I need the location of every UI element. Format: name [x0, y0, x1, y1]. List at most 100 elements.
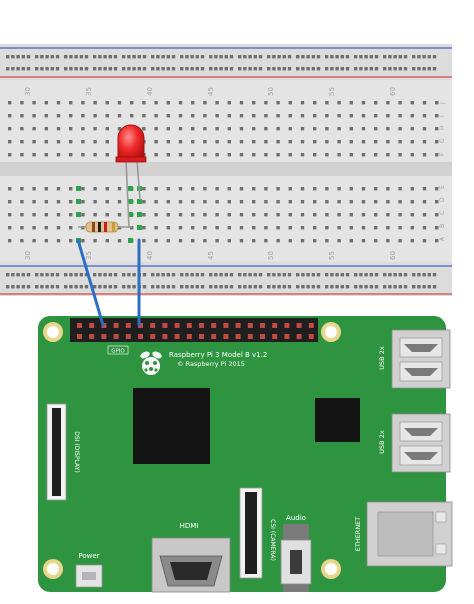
breadboard-hole: [203, 187, 207, 191]
breadboard-hole: [427, 55, 431, 59]
row-letter: G: [439, 138, 446, 143]
breadboard-hole: [56, 187, 61, 191]
gpio-pin: [89, 323, 95, 328]
breadboard-hole: [227, 200, 231, 204]
row-letter: E: [439, 185, 446, 189]
breadboard-hole: [435, 200, 439, 204]
breadboard-hole: [243, 55, 247, 59]
breadboard-hole: [330, 273, 334, 277]
breadboard-hole: [276, 213, 280, 217]
breadboard-hole: [435, 127, 439, 131]
breadboard-hole: [122, 285, 126, 289]
soc-chip: [133, 388, 210, 464]
breadboard-hole: [79, 55, 83, 59]
breadboard-hole: [301, 285, 305, 289]
breadboard-hole: [32, 200, 36, 204]
breadboard-hole: [359, 273, 363, 277]
breadboard-hole: [288, 226, 292, 230]
breadboard-hole: [16, 55, 20, 59]
breadboard-hole: [178, 187, 183, 191]
breadboard-hole: [224, 55, 228, 59]
breadboard-hole: [306, 67, 310, 71]
breadboard-hole: [253, 55, 257, 59]
breadboard-hole: [142, 114, 146, 118]
breadboard-hole: [81, 140, 85, 144]
breadboard-hole: [349, 187, 353, 191]
breadboard-hole: [56, 101, 61, 105]
breadboard-hole: [81, 239, 85, 243]
breadboard-hole: [117, 101, 122, 105]
breadboard-hole: [180, 55, 184, 59]
breadboard-hole: [313, 200, 317, 204]
led-leg-cathode: [125, 159, 130, 229]
breadboard-hole: [248, 285, 252, 289]
breadboard-hole: [288, 153, 292, 157]
breadboard-hole: [277, 285, 281, 289]
breadboard-hole: [117, 239, 122, 243]
breadboard-hole: [253, 285, 257, 289]
breadboard-hole: [105, 127, 109, 131]
breadboard-hole: [44, 213, 48, 217]
breadboard-hole: [435, 101, 439, 105]
breadboard-hole: [98, 285, 102, 289]
breadboard-hole: [435, 140, 439, 144]
breadboard-hole: [98, 55, 102, 59]
breadboard-hole: [215, 127, 219, 131]
gpio-pin: [89, 334, 95, 339]
breadboard-hole: [374, 101, 378, 105]
breadboard-hole: [435, 213, 439, 217]
resistor-band: [92, 222, 95, 232]
red-led[interactable]: [115, 124, 147, 229]
breadboard-hole: [44, 140, 48, 144]
breadboard-hole: [93, 67, 97, 71]
breadboard-hole: [386, 153, 390, 157]
breadboard-hole: [8, 114, 12, 118]
breadboard-hole: [74, 55, 78, 59]
breadboard-hole: [277, 273, 281, 277]
breadboard-hole: [398, 67, 402, 71]
breadboard-hole: [386, 239, 390, 243]
gpio-pin: [260, 334, 265, 339]
breadboard-hole: [393, 67, 397, 71]
breadboard-hole: [264, 153, 268, 157]
breadboard-hole: [300, 140, 305, 144]
gpio-pin: [150, 323, 156, 328]
breadboard-hole: [288, 187, 292, 191]
breadboard-hole: [122, 67, 126, 71]
breadboard-hole: [215, 239, 219, 243]
breadboard-hole: [227, 101, 231, 105]
breadboard-hole: [311, 55, 315, 59]
breadboard-hole: [252, 213, 256, 217]
breadboard-hole: [337, 239, 341, 243]
breadboard-hole: [56, 114, 61, 118]
breadboard-hole: [300, 213, 305, 217]
breadboard-hole: [103, 67, 107, 71]
breadboard-hole: [154, 153, 158, 157]
breadboard-hole: [50, 67, 54, 71]
breadboard-hole: [374, 239, 378, 243]
breadboard-hole: [93, 153, 97, 157]
breadboard-hole: [154, 101, 158, 105]
breadboard-hole: [239, 140, 244, 144]
breadboard-hole: [44, 200, 48, 204]
breadboard-hole: [69, 213, 73, 217]
breadboard-hole: [142, 273, 147, 277]
breadboard-hole: [243, 67, 247, 71]
breadboard-hole: [93, 187, 97, 191]
breadboard-hole: [412, 273, 416, 277]
breadboard-hole: [325, 114, 329, 118]
breadboard-hole: [93, 55, 97, 59]
breadboard-hole: [349, 153, 353, 157]
gpio-pin: [247, 334, 253, 339]
gpio-pin: [235, 334, 241, 339]
resistor[interactable]: [78, 221, 132, 233]
breadboard-hole: [248, 55, 252, 59]
breadboard-hole: [154, 213, 158, 217]
breadboard-hole: [272, 67, 276, 71]
breadboard-hole: [264, 213, 268, 217]
breadboard-hole: [219, 285, 223, 289]
breadboard-hole: [435, 153, 439, 157]
wire-ground[interactable]: [76, 238, 105, 327]
breadboard-hole: [361, 187, 366, 191]
breadboard-hole: [432, 285, 437, 289]
